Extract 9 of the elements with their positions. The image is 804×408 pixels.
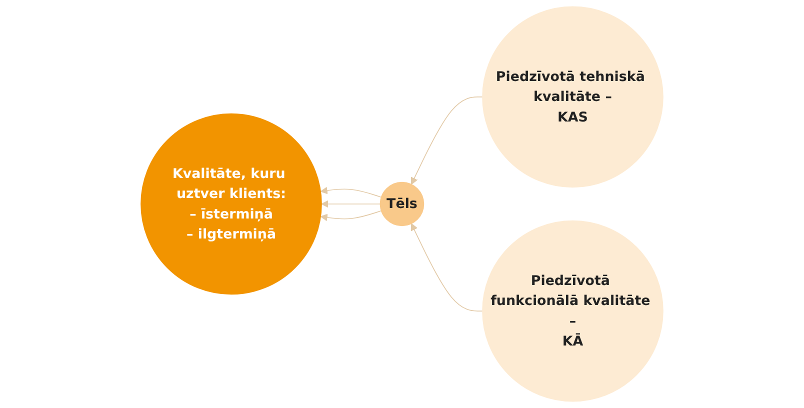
node-circle: Piedzīvotā tehniskā kvalitāte – KAS	[482, 6, 664, 188]
node-circle: Kvalitāte, kuru uztver klients: – īstermiņā – ilgtermiņā	[140, 113, 322, 295]
arrow	[320, 186, 382, 198]
node-circle: Piedzīvotā funkcionālā kvalitāte – KĀ	[482, 220, 664, 402]
arrow	[321, 200, 381, 208]
arrow	[320, 210, 382, 222]
node-circle: Tēls	[380, 182, 424, 226]
arrow	[410, 96, 483, 185]
arrow	[410, 223, 483, 312]
